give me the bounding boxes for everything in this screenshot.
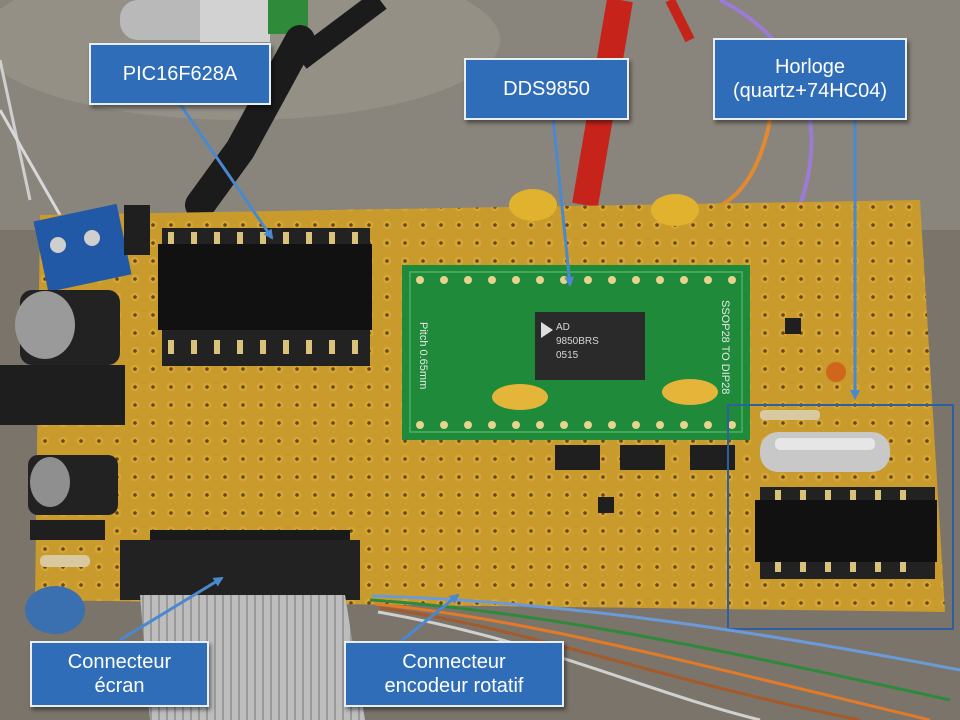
terminal-block <box>33 203 132 292</box>
adapter-silkscreen-right: SSOP28 TO DIP28 <box>719 300 731 394</box>
callout-arrows <box>119 103 860 644</box>
jumper-1 <box>555 445 600 470</box>
callout-dds-label: DDS9850 <box>503 78 590 100</box>
dds-adapter-board: AD 9850BRS 0515 SSOP28 TO DIP28 Pitch 0.… <box>402 265 750 440</box>
jumper-2 <box>620 445 665 470</box>
chip-marking-2: 9850BRS <box>556 336 599 347</box>
capacitor-large <box>15 290 120 365</box>
callout-clock-line1: Horloge <box>774 56 846 78</box>
dds-chip <box>535 312 645 380</box>
probe-cable <box>0 0 387 220</box>
callout-dds: DDS9850 <box>464 58 629 120</box>
jumper-top-right <box>785 318 801 334</box>
clock-highlight-frame <box>727 404 954 630</box>
capacitor-small <box>28 455 118 515</box>
callout-clock: Horloge (quartz+74HC04) <box>713 38 907 120</box>
quartz-crystal <box>760 432 890 472</box>
callout-pic-label: PIC16F628A <box>122 63 238 85</box>
callout-screen-line1: Connecteur <box>67 651 172 673</box>
arrow-screen <box>119 576 224 642</box>
pic-chip <box>158 228 372 366</box>
jumper-single <box>598 497 614 513</box>
potentiometer-knob <box>120 0 308 42</box>
capacitor-yellow-top-right <box>651 194 699 226</box>
hc04-chip <box>755 487 937 579</box>
pin-header-left <box>124 205 150 255</box>
capacitor-yellow-lower-right <box>662 379 718 405</box>
trimmer-potentiometer <box>25 586 85 634</box>
voltage-regulator <box>0 365 125 425</box>
small-capacitor-orange <box>826 362 846 382</box>
callout-encoder: Connecteur encodeur rotatif <box>344 641 564 707</box>
chip-marking-1: AD <box>556 322 570 333</box>
adapter-silkscreen-left: Pitch 0.65mm <box>417 322 429 389</box>
arrow-pic <box>178 103 274 240</box>
callout-encoder-line2: encodeur rotatif <box>384 675 524 697</box>
screen-ribbon-cable <box>120 530 365 720</box>
callout-screen: Connecteur écran <box>30 641 209 707</box>
chip-marking-3: 0515 <box>556 350 579 361</box>
callout-clock-line2: (quartz+74HC04) <box>733 80 887 102</box>
callout-encoder-line1: Connecteur <box>402 651 506 673</box>
arrow-encoder <box>399 593 460 644</box>
callout-screen-line2: écran <box>94 675 145 697</box>
resistor-left <box>40 555 90 567</box>
arrow-dds <box>551 117 575 287</box>
capacitor-yellow-top-left <box>509 189 557 221</box>
pin-header-small <box>30 520 105 540</box>
capacitor-yellow-lower-left <box>492 384 548 410</box>
callout-pic: PIC16F628A <box>89 43 271 105</box>
resistor-right <box>760 410 820 420</box>
